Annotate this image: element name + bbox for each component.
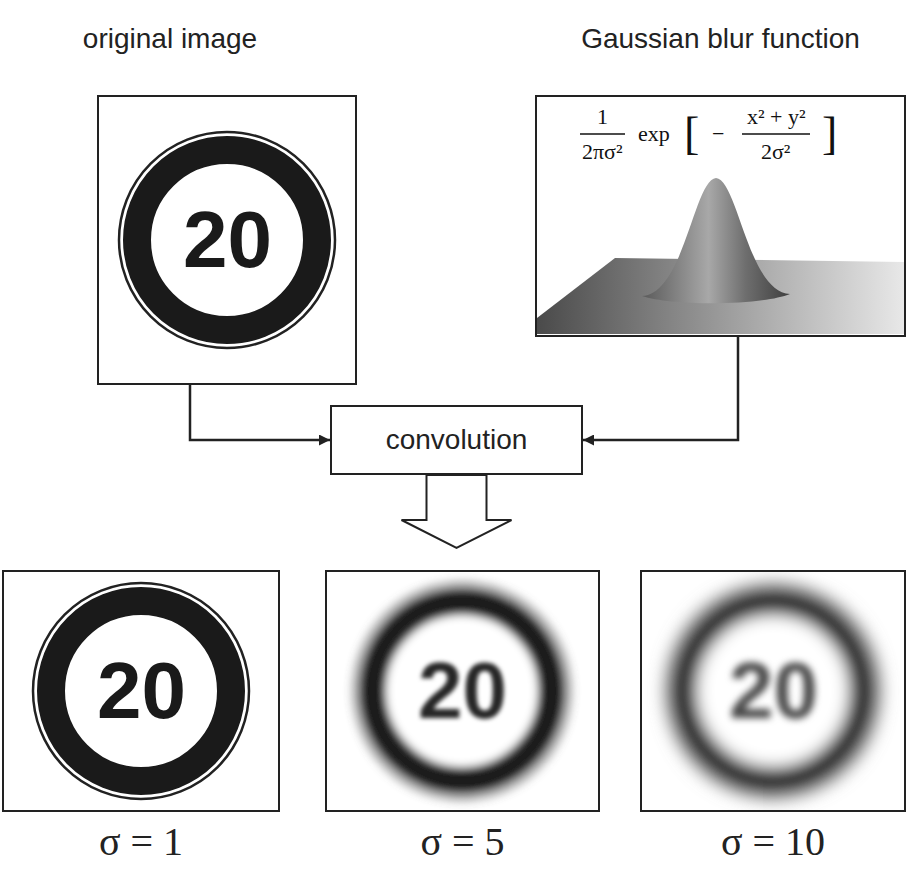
formula-bracket: [ xyxy=(684,109,699,160)
blurred-sign xyxy=(354,583,570,799)
fraction-bar xyxy=(580,133,625,135)
heading-label: Gaussian blur function xyxy=(457,23,909,55)
heading-label: original image xyxy=(0,23,378,55)
caption-label: σ = 1 xyxy=(0,820,358,864)
gaussian-bump xyxy=(642,178,790,303)
caption-label: σ = 10 xyxy=(562,820,909,864)
formula-term: x² + y² xyxy=(747,105,806,129)
blurred-sign xyxy=(665,583,881,799)
sign-number: 20 xyxy=(183,196,272,284)
blur-group xyxy=(354,583,570,799)
block-arrow xyxy=(402,475,512,548)
formula-term: exp xyxy=(638,122,670,146)
caption-label: σ = 5 xyxy=(247,820,678,864)
formula-term: 2πσ² xyxy=(582,140,623,164)
speed-sign xyxy=(119,132,335,348)
speed-sign xyxy=(354,583,570,799)
flow-arrow xyxy=(583,337,738,440)
original-sign xyxy=(119,132,335,348)
process-box: convolution xyxy=(330,405,583,475)
speed-sign xyxy=(665,583,881,799)
sign-number: 20 xyxy=(97,647,186,735)
formula-bracket: ] xyxy=(822,109,837,160)
formula-term: 1 xyxy=(597,105,608,129)
flow-arrow xyxy=(190,385,330,440)
sign-number: 20 xyxy=(418,647,507,735)
speed-sign xyxy=(33,583,249,799)
gaussian-surface xyxy=(537,178,904,334)
fraction-bar xyxy=(742,133,810,135)
process-label: convolution xyxy=(386,424,528,456)
sign-number: 20 xyxy=(729,647,818,735)
formula-term: 2σ² xyxy=(761,140,790,164)
blurred-sign xyxy=(33,583,249,799)
blur-group xyxy=(665,583,881,799)
formula-term: − xyxy=(712,122,724,146)
